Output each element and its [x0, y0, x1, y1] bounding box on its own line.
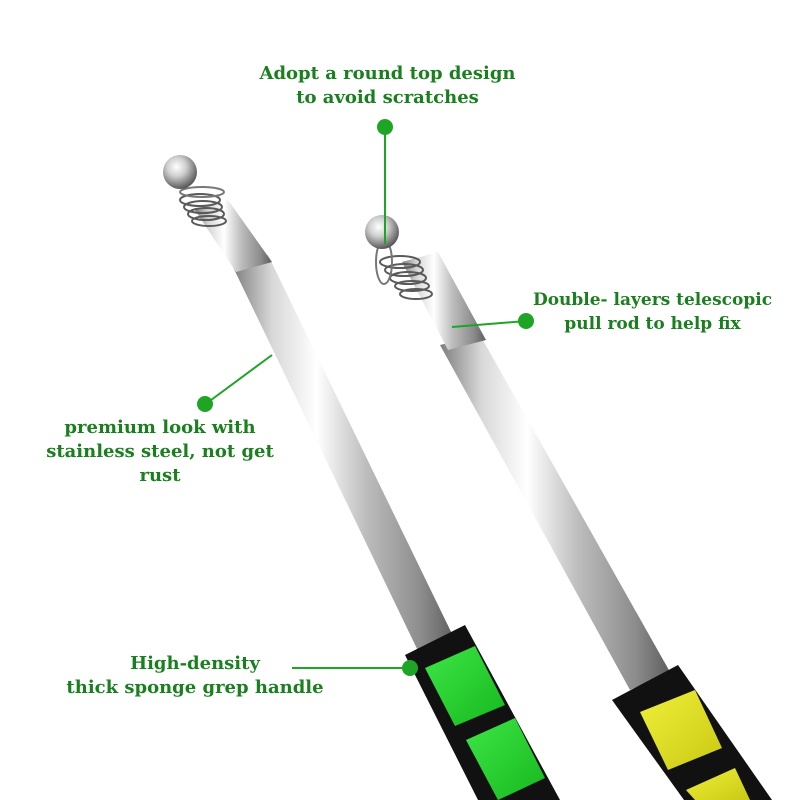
left-handle [405, 625, 560, 800]
callout-connector-left [197, 354, 273, 412]
callout-line: pull rod to help fix [564, 314, 741, 334]
callout-handle: High-density thick sponge grep handle [40, 652, 350, 700]
right-handle-pad [640, 690, 722, 770]
callout-marker [402, 660, 418, 676]
left-ring [179, 186, 225, 198]
left-pointer [163, 155, 560, 800]
left-rod-shaft [232, 255, 455, 655]
callout-line: to avoid scratches [296, 87, 479, 108]
callout-line: High-density [130, 653, 260, 674]
callout-line: stainless steel, not get [46, 441, 274, 462]
callout-marker [377, 119, 393, 135]
callout-telescopic: Double- layers telescopic pull rod to he… [505, 288, 800, 336]
right-handle [612, 665, 772, 800]
right-pointer [365, 215, 772, 800]
callout-connector-right [451, 313, 534, 329]
callout-line: Double- layers telescopic [532, 290, 773, 310]
left-spring [179, 193, 227, 227]
callout-line: premium look with [64, 417, 256, 438]
callout-round-top: Adopt a round top design to avoid scratc… [230, 62, 545, 110]
left-ball-tip [163, 155, 197, 189]
callout-line: rust [139, 465, 181, 486]
callout-marker [197, 396, 213, 412]
right-rod-shaft [440, 335, 670, 690]
callout-marker [518, 313, 534, 329]
callout-line: Adopt a round top design [259, 63, 516, 84]
left-handle-pad [466, 718, 545, 800]
callout-connector-bottom [292, 660, 418, 676]
callout-stainless: premium look with stainless steel, not g… [25, 416, 295, 488]
right-handle-pad [686, 768, 750, 800]
right-spring [379, 255, 433, 300]
callout-connector-top [377, 119, 393, 244]
left-rod-upper-section [195, 200, 272, 272]
left-handle-pad [425, 646, 505, 726]
right-ball-tip [365, 215, 399, 249]
callout-line: thick sponge grep handle [66, 677, 324, 698]
